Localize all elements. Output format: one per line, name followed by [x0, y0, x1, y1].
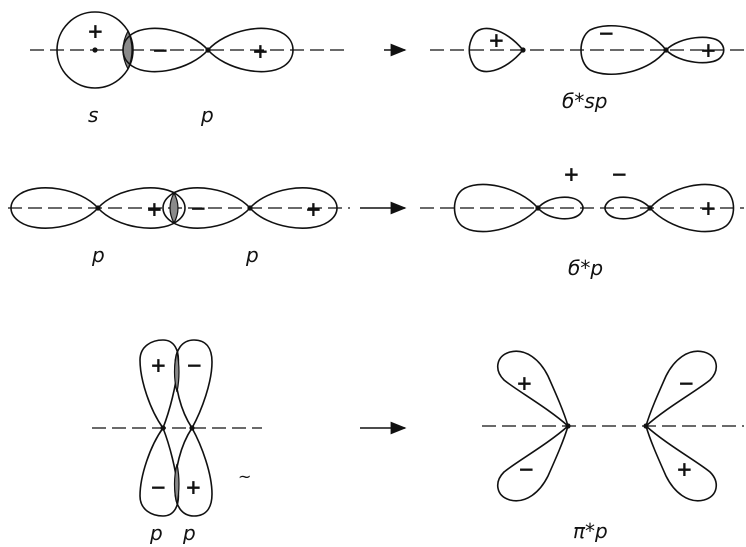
sign-r-lr: +	[676, 457, 693, 481]
p1-right-lobe	[96, 187, 186, 229]
label-p4: p	[182, 521, 196, 545]
sign-ul: +	[150, 353, 167, 377]
sign-r3: +	[700, 38, 717, 62]
p-orbital-right-lobe	[206, 27, 294, 73]
pi-star-upper-right-lobe	[644, 350, 717, 429]
sign-ll: −	[150, 475, 167, 499]
p-right-lower-lobe	[174, 426, 213, 517]
p2-right-lobe	[248, 187, 338, 229]
row3-pp-pi: + − − + p p ~ + − − + π*p	[92, 339, 744, 545]
sp-nucleus-right	[663, 47, 669, 53]
p2-left-lobe	[162, 187, 252, 229]
pi-star-upper-left-lobe	[497, 350, 570, 429]
sign-p2-pos: +	[305, 197, 322, 221]
sign-s: +	[87, 19, 104, 43]
pi-star-nucleus-right	[643, 423, 649, 429]
sp-nucleus-left	[520, 47, 526, 53]
p1-left-lobe	[10, 187, 100, 229]
label-p: p	[200, 103, 214, 127]
p-left-lower-lobe	[139, 426, 180, 517]
stray-mark: ~	[238, 467, 251, 486]
p1-nucleus	[95, 205, 101, 211]
pi-star-nucleus-left	[565, 423, 571, 429]
label-sigma-sp: б*sp	[562, 89, 607, 113]
p2-nucleus	[247, 205, 253, 211]
sign-r-ur: −	[678, 371, 695, 395]
row2-pp-sigma: + − + p p + − + б*p	[8, 162, 744, 280]
row1-sp-sigma: + − + s p + − + б*sp	[30, 11, 744, 127]
p-orbital-left-lobe	[122, 27, 210, 73]
sign-r-ul: +	[516, 371, 533, 395]
label-p1: p	[91, 243, 105, 267]
sign-r-ll: −	[518, 457, 535, 481]
sign-p-pos: +	[252, 39, 269, 63]
s-nucleus	[92, 47, 98, 53]
label-sigma-p: б*p	[568, 256, 603, 280]
sign-p-neg: −	[152, 38, 169, 62]
p-left-upper-lobe	[139, 339, 180, 430]
sign-ur: −	[186, 353, 203, 377]
sigma-star-left-lobe	[453, 183, 540, 233]
s-orbital	[56, 11, 134, 89]
sigma-star-inner-left	[536, 196, 584, 220]
sigma-star-inner-right	[604, 196, 652, 220]
overlap-lower	[173, 463, 180, 505]
sign-lr: +	[185, 475, 202, 499]
label-p3: p	[149, 521, 163, 545]
overlap-upper	[173, 351, 180, 393]
sigma-star-nucleus-left	[535, 205, 541, 211]
p-right-nucleus	[189, 425, 195, 431]
sign-r2: −	[598, 21, 615, 45]
sp-lobe-left	[468, 27, 525, 73]
overlap-region-2	[169, 191, 179, 225]
sp-lobe-middle	[580, 24, 667, 76]
sign-p2-neg: −	[190, 196, 207, 220]
sign-p1-pos: +	[146, 197, 163, 221]
p-left-nucleus	[160, 425, 166, 431]
sigma-star-right-lobe	[648, 183, 735, 233]
label-p2: p	[245, 243, 259, 267]
p-nucleus	[205, 47, 211, 53]
sign-r-plus: +	[563, 162, 580, 186]
sign-r1: +	[488, 28, 505, 52]
label-s: s	[88, 103, 98, 127]
pi-star-lower-left-lobe	[497, 423, 570, 502]
sign-r-minus: −	[611, 162, 628, 186]
sp-lobe-right	[664, 36, 725, 64]
label-pi-p: π*p	[573, 519, 608, 543]
sigma-star-nucleus-right	[647, 205, 653, 211]
sign-r-right: +	[700, 196, 717, 220]
pi-star-lower-right-lobe	[644, 423, 717, 502]
